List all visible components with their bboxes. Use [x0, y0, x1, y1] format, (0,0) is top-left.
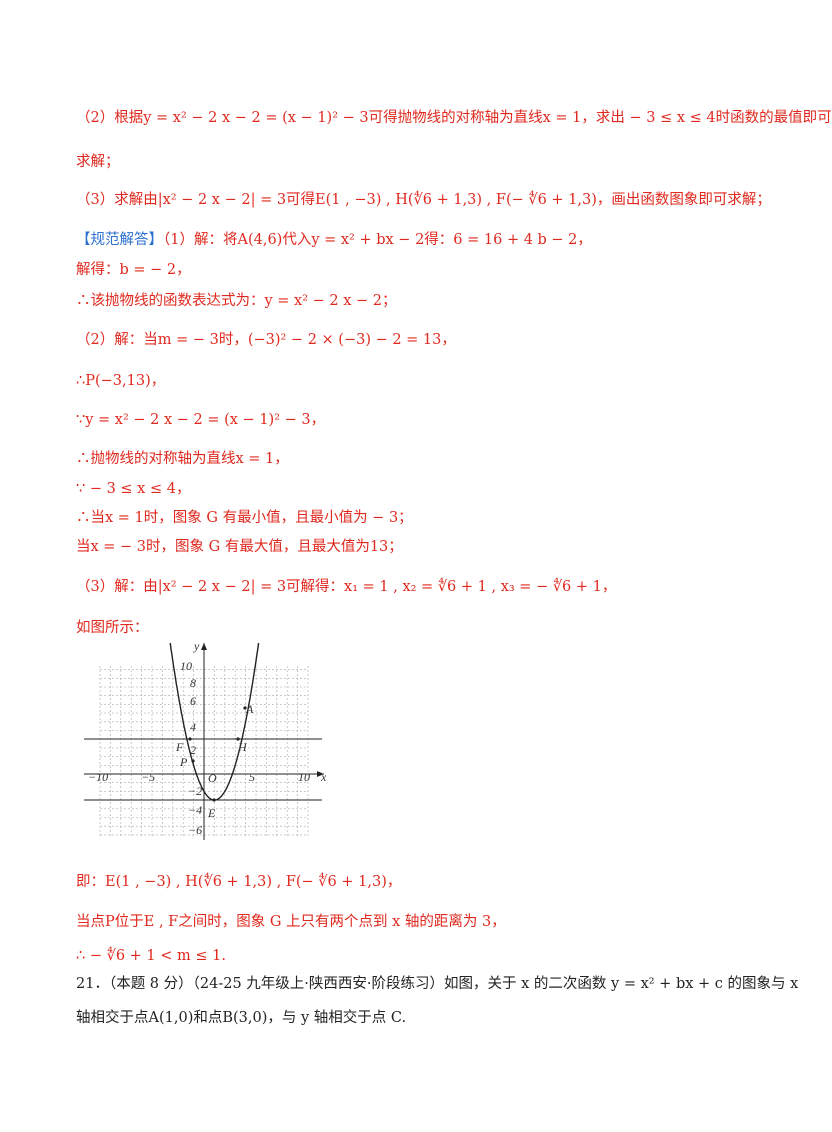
point-f: [188, 737, 192, 741]
range: ∵ − 3 ≤ x ≤ 4，: [76, 481, 191, 497]
hint-step-2-cont: 求解；: [76, 154, 120, 170]
point-p-label: P: [179, 755, 188, 769]
tick-x-neg5: −5: [141, 770, 155, 784]
y-axis-arrow: [201, 643, 207, 650]
hint-step-3: （3）求解由|x² − 2 x − 2| = 3可得E(1 , −3) , H(…: [76, 192, 771, 208]
point-e-label: E: [207, 806, 216, 820]
expression: ∴该抛物线的函数表达式为：y = x² − 2 x − 2；: [76, 293, 397, 309]
hint-step-2: （2）根据y = x² − 2 x − 2 = (x − 1)² − 3可得抛物…: [76, 110, 832, 126]
tick-y-4: 4: [190, 720, 196, 734]
point-p: ∴P(−3,13)，: [76, 373, 166, 389]
question-21: 21．（本题 8 分）（24-25 九年级上·陕西西安·阶段练习）如图，关于 x…: [76, 976, 799, 992]
tick-y-2: 2: [190, 743, 196, 757]
tick-y-8: 8: [190, 676, 196, 690]
point-p: [191, 759, 195, 763]
point-h-label: H: [237, 740, 248, 754]
point-h: [236, 737, 240, 741]
conclusion: ∴ − ∜6 + 1 < m ≤ 1.: [76, 948, 226, 964]
solution-part-3: （3）解：由|x² − 2 x − 2| = 3可解得：x₁ = 1 , x₂ …: [76, 579, 617, 595]
tick-y-neg4: −4: [188, 803, 202, 817]
vertex-form: ∵y = x² − 2 x − 2 = (x − 1)² − 3，: [76, 412, 326, 428]
origin-label: O: [208, 771, 217, 785]
minimum: ∴当x = 1时，图象 G 有最小值，且最小值为 − 3；: [76, 510, 413, 526]
tick-x-neg10: −10: [88, 770, 108, 784]
axis-x-label: x: [320, 770, 327, 784]
parabola-figure: −10 −5 5 10 x y 10 8 6 4 2 −2 −4 −6 O A …: [84, 639, 334, 840]
point-e: [212, 798, 216, 802]
solution-tag: 【规范解答】: [76, 232, 163, 248]
x-axis-arrow: [317, 771, 324, 777]
question-21-cont: 轴相交于点A(1,0)和点B(3,0)，与 y 轴相交于点 C.: [76, 1010, 407, 1026]
figure-caption: 如图所示：: [76, 620, 149, 636]
tick-y-neg6: −6: [188, 823, 202, 837]
axis-symmetry: ∴抛物线的对称轴为直线x = 1，: [76, 451, 289, 467]
point-a: [243, 706, 247, 710]
point-f-label: F: [175, 740, 184, 754]
tick-x-10: 10: [298, 770, 310, 784]
point-a-label: A: [245, 702, 254, 716]
solve-b: 解得：b = − 2，: [76, 262, 191, 278]
condition: 当点P位于E , F之间时，图象 G 上只有两个点到 x 轴的距离为 3，: [76, 914, 506, 930]
tick-y-neg2: −2: [188, 784, 202, 798]
points-summary: 即：E(1 , −3) , H(∜6 + 1,3) , F(− ∜6 + 1,3…: [76, 874, 402, 890]
tick-y-6: 6: [190, 694, 196, 708]
tick-x-5: 5: [249, 770, 255, 784]
solution-part-2: （2）解：当m = − 3时，(−3)² − 2 × (−3) − 2 = 13…: [76, 332, 456, 348]
axis-y-label: y: [193, 639, 200, 653]
parabola-graph: −10 −5 5 10 x y 10 8 6 4 2 −2 −4 −6 O A …: [84, 639, 327, 840]
tick-y-10: 10: [180, 659, 192, 673]
maximum: 当x = − 3时，图象 G 有最大值，且最大值为13；: [76, 539, 403, 555]
solution-part-1-text: （1）解：将A(4,6)代入y = x² + bx − 2得：6 = 16 + …: [163, 232, 592, 248]
solution-part-1: 【规范解答】（1）解：将A(4,6)代入y = x² + bx − 2得：6 =…: [76, 230, 592, 250]
